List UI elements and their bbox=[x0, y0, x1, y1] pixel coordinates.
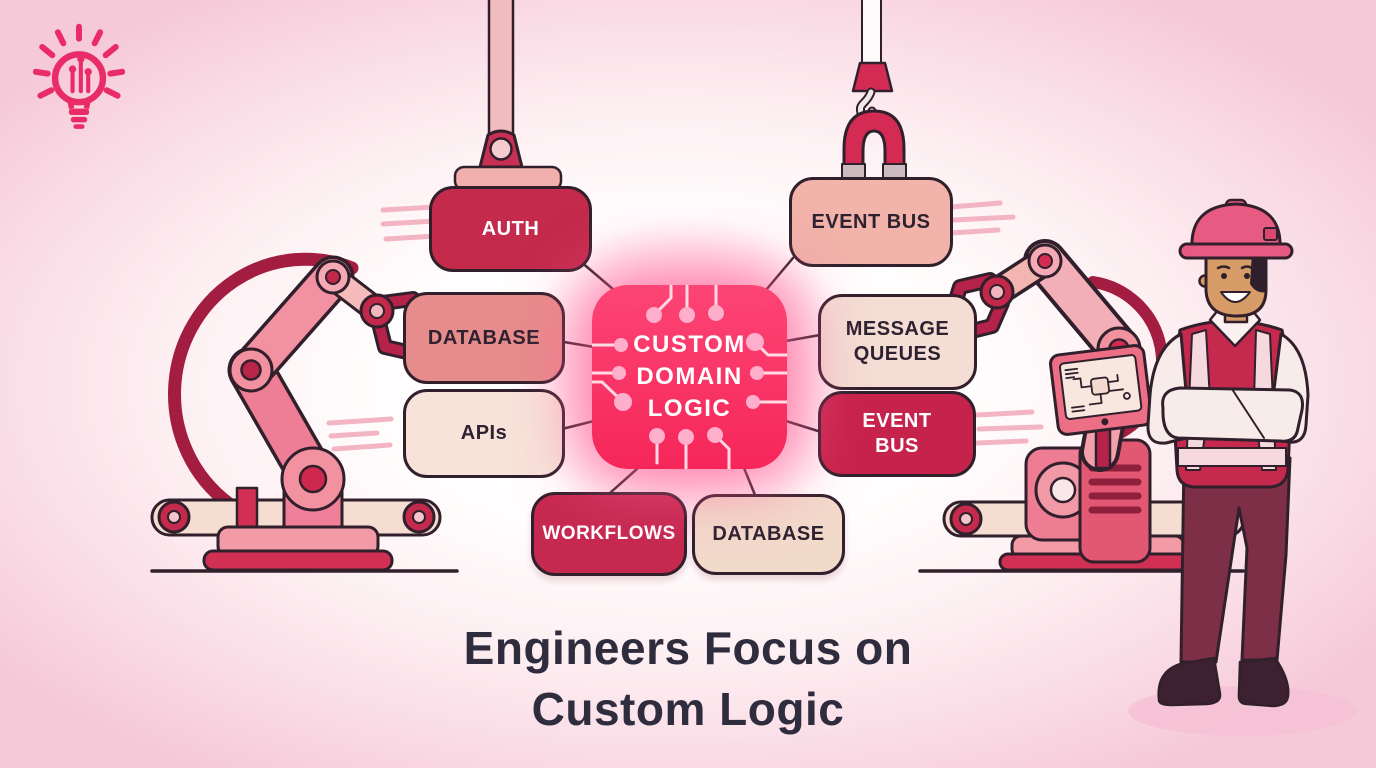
title-line-1: Engineers Focus on bbox=[463, 622, 913, 674]
connection-lines bbox=[556, 256, 822, 497]
node-label: EVENT BUS bbox=[862, 410, 932, 457]
node-apis: APIs bbox=[403, 389, 565, 478]
node-auth: AUTH bbox=[429, 186, 592, 272]
node-event-bus-top: EVENT BUS bbox=[789, 177, 953, 267]
node-label: EVENT BUS bbox=[811, 210, 931, 233]
node-label: AUTH bbox=[481, 217, 540, 240]
flowchart-tablet-icon bbox=[1049, 344, 1153, 436]
node-custom-domain-logic: CUSTOM DOMAIN LOGIC bbox=[592, 285, 787, 469]
crossed-arms bbox=[1161, 386, 1304, 443]
title-line-2: Custom Logic bbox=[531, 682, 845, 735]
lightbulb-logo-icon bbox=[33, 23, 125, 129]
node-workflows: WORKFLOWS bbox=[531, 492, 687, 576]
center-label-line: DOMAIN bbox=[636, 363, 743, 391]
node-label: MESSAGE QUEUES bbox=[845, 318, 950, 365]
center-label-line: CUSTOM bbox=[633, 331, 746, 359]
node-event-bus-right: EVENT BUS bbox=[818, 391, 976, 477]
node-label: APIs bbox=[460, 422, 508, 444]
engineer-worker-icon bbox=[1128, 198, 1356, 736]
circuit-traces-icon bbox=[592, 285, 787, 469]
page-title: Engineers Focus on Custom Logic bbox=[0, 618, 1376, 739]
hard-hat-icon bbox=[1178, 198, 1294, 260]
center-label-line: LOGIC bbox=[647, 394, 732, 422]
node-database-bottom: DATABASE bbox=[692, 494, 845, 575]
node-label: WORKFLOWS bbox=[542, 523, 676, 544]
piston-press-icon bbox=[453, 0, 563, 192]
node-database-left: DATABASE bbox=[403, 292, 565, 384]
magnet-crane-icon bbox=[841, 0, 907, 181]
node-label: DATABASE bbox=[427, 326, 541, 349]
robot-arm-left bbox=[150, 252, 442, 572]
node-label: DATABASE bbox=[712, 523, 825, 545]
node-message-queues: MESSAGE QUEUES bbox=[818, 294, 977, 390]
